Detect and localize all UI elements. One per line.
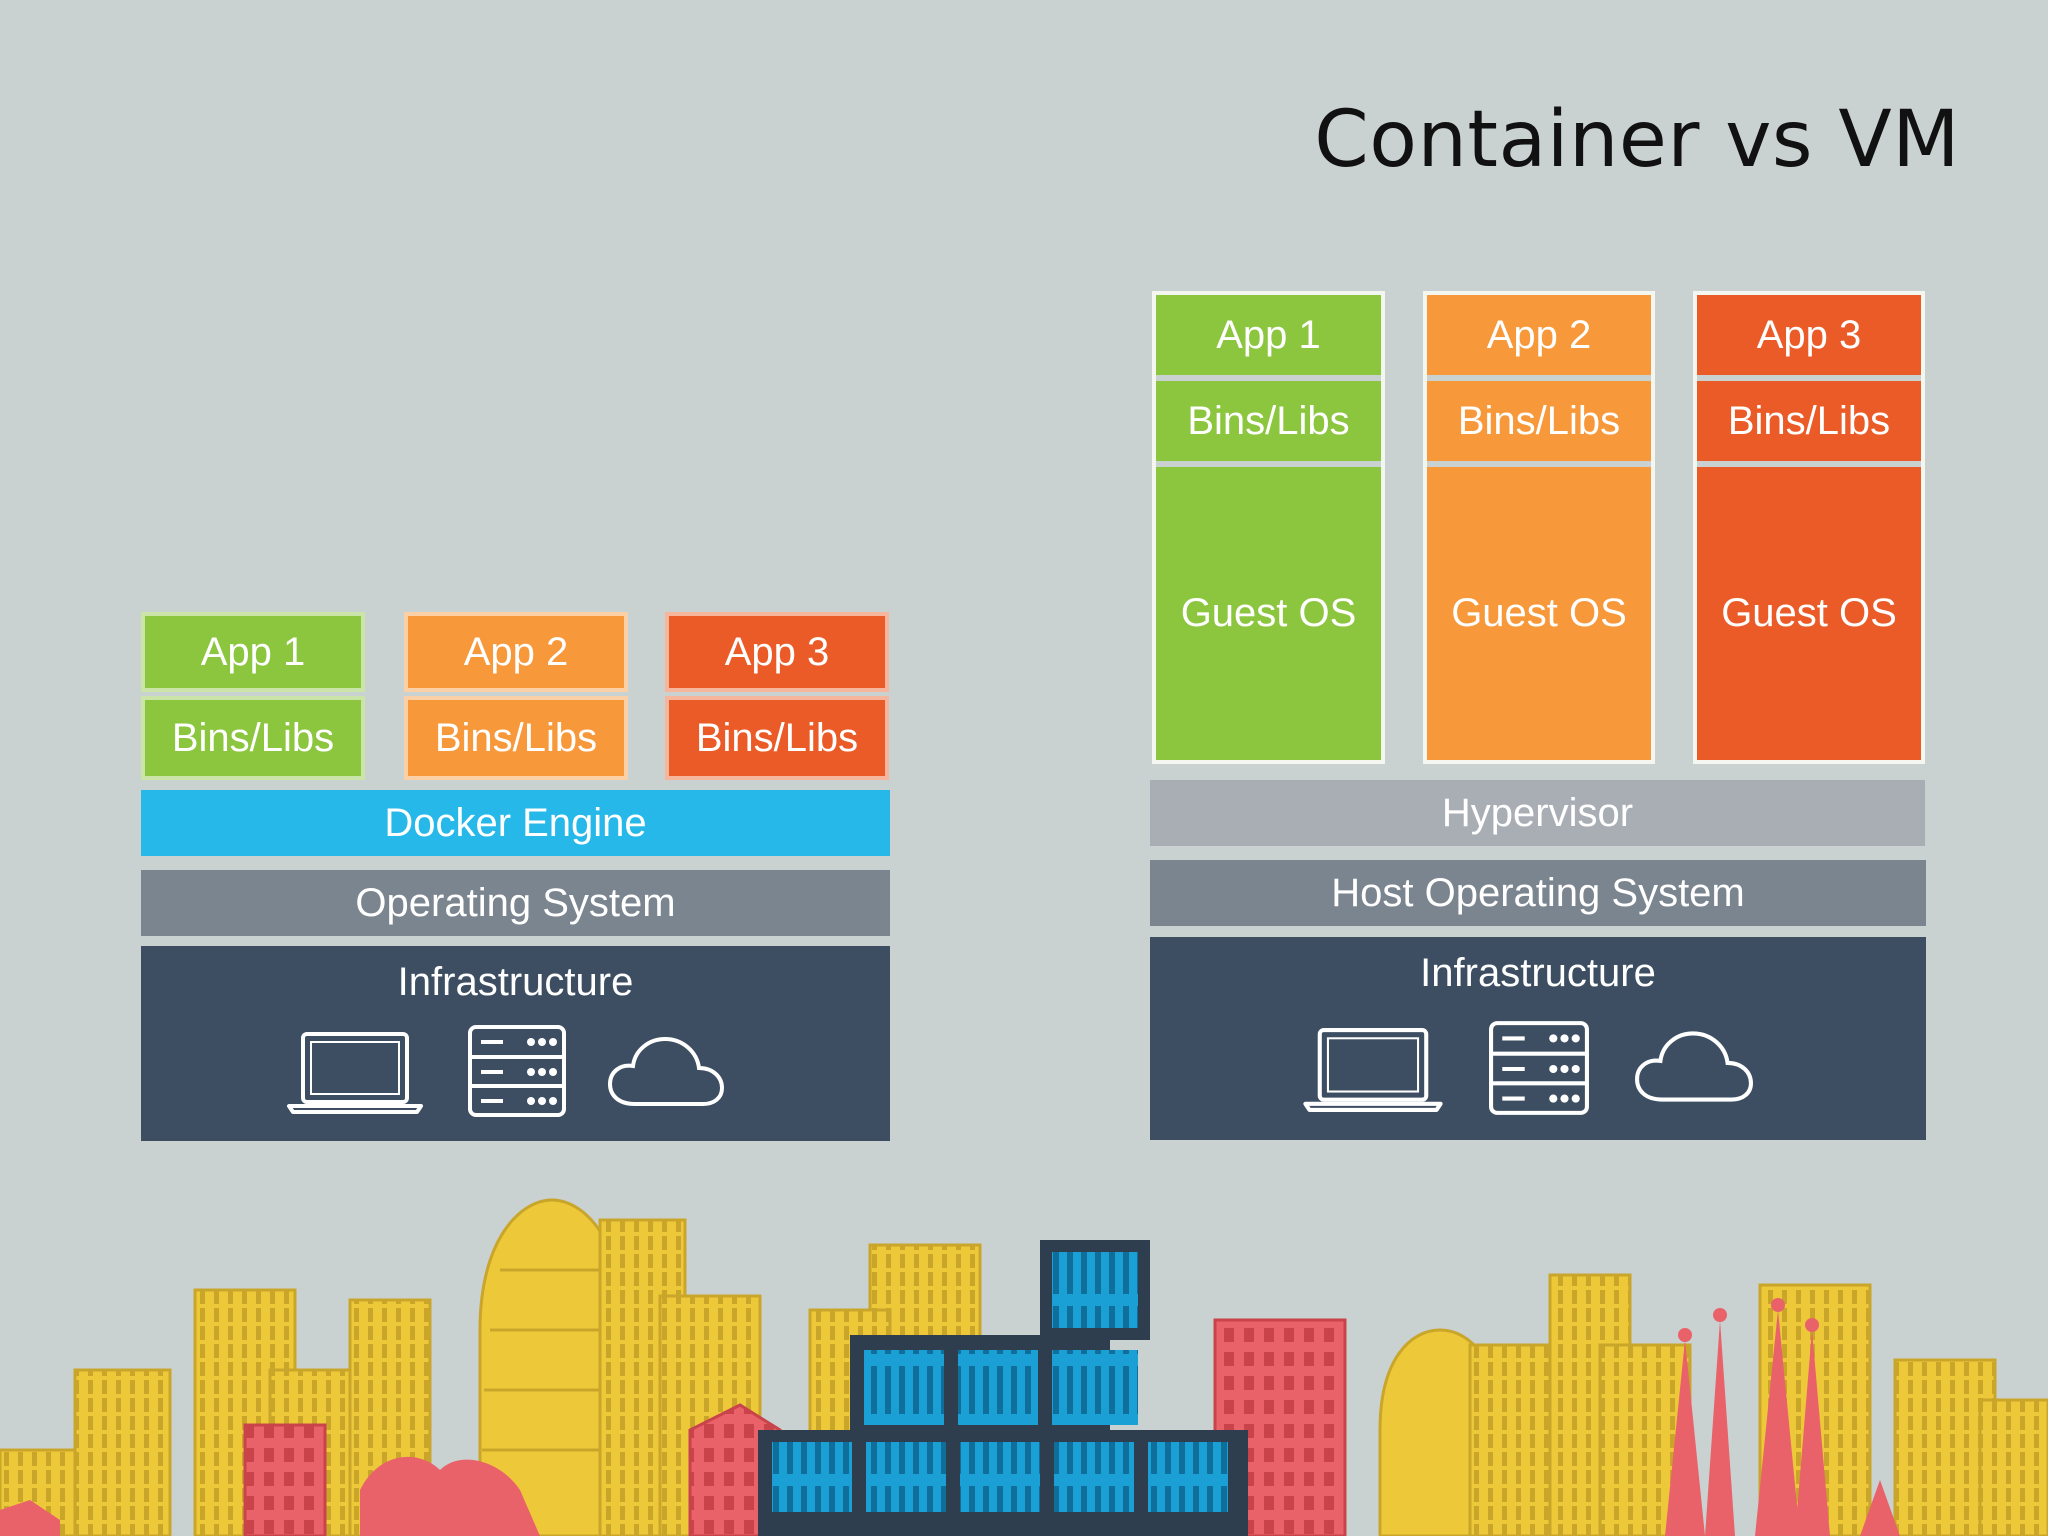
vm-guest-os-3: Guest OS (1697, 467, 1921, 760)
container-app-1: App 1 (141, 612, 365, 692)
cloud-icon (1635, 1031, 1753, 1102)
container-libs-2: Bins/Libs (404, 696, 628, 780)
laptop-icon (1303, 1028, 1443, 1112)
vm-libs-3: Bins/Libs (1697, 381, 1921, 461)
hypervisor-layer: Hypervisor (1150, 780, 1925, 846)
server-icon (468, 1025, 566, 1117)
cloud-icon (607, 1036, 725, 1106)
vm-column-2: App 2 Bins/Libs Guest OS (1423, 291, 1655, 764)
vm-infrastructure-layer: Infrastructure (1150, 937, 1926, 1140)
vm-guest-os-2: Guest OS (1427, 467, 1651, 760)
vm-app-1: App 1 (1156, 295, 1381, 375)
host-operating-system-layer: Host Operating System (1150, 860, 1926, 926)
docker-engine-layer: Docker Engine (141, 790, 890, 856)
container-app-3: App 3 (665, 612, 889, 692)
server-icon (1489, 1021, 1589, 1115)
vm-libs-2: Bins/Libs (1427, 381, 1651, 461)
container-app-2: App 2 (404, 612, 628, 692)
container-infrastructure-layer: Infrastructure (141, 946, 890, 1141)
vm-app-2: App 2 (1427, 295, 1651, 375)
slide-title: Container vs VM (1314, 95, 1960, 185)
city-skyline-illustration (0, 1198, 2048, 1536)
infrastructure-label: Infrastructure (1420, 951, 1656, 995)
container-libs-1: Bins/Libs (141, 696, 365, 780)
laptop-icon (287, 1032, 423, 1114)
vm-column-1: App 1 Bins/Libs Guest OS (1152, 291, 1385, 764)
vm-app-3: App 3 (1697, 295, 1921, 375)
vm-column-3: App 3 Bins/Libs Guest OS (1693, 291, 1925, 764)
vm-guest-os-1: Guest OS (1156, 467, 1381, 760)
container-libs-3: Bins/Libs (665, 696, 889, 780)
vm-libs-1: Bins/Libs (1156, 381, 1381, 461)
infrastructure-label: Infrastructure (397, 960, 634, 1004)
operating-system-layer: Operating System (141, 870, 890, 936)
